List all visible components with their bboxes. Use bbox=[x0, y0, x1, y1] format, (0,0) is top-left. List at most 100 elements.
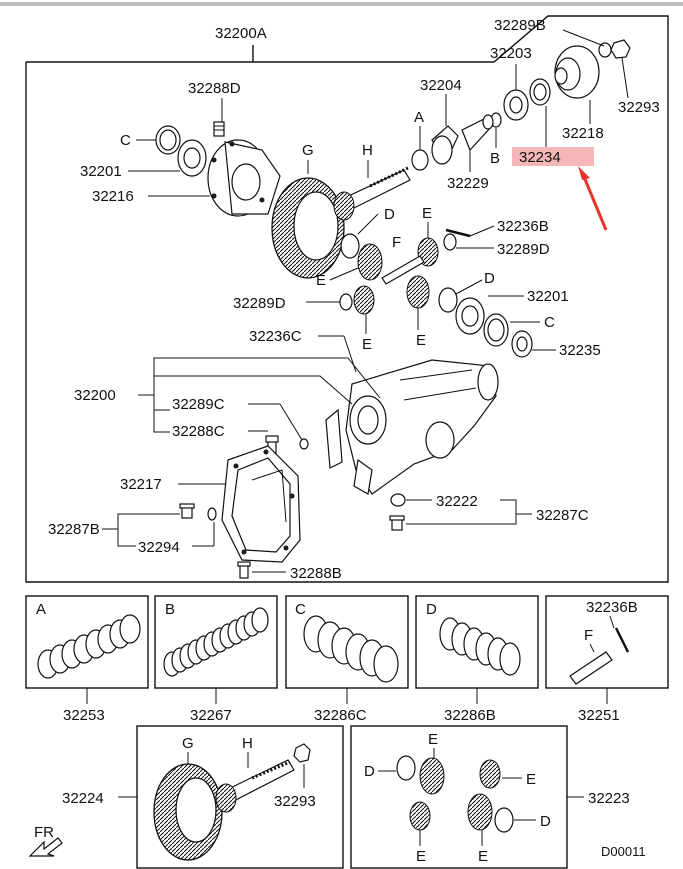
label-32293: 32293 bbox=[618, 99, 660, 116]
letter-C-right: C bbox=[544, 314, 555, 331]
carrier-housing bbox=[325, 359, 499, 495]
washer-32289D-lower bbox=[339, 293, 353, 311]
main-assembly-frame bbox=[25, 15, 669, 583]
letter-E-lower: E bbox=[362, 336, 372, 353]
label-32203: 32203 bbox=[490, 45, 532, 62]
label-32287B: 32287B bbox=[48, 521, 100, 538]
letter-E-lower-right: E bbox=[416, 332, 426, 349]
diff-set-E4: E bbox=[478, 848, 488, 865]
diff-pinion-gear-1 bbox=[479, 759, 501, 789]
letter-D-right: D bbox=[484, 270, 495, 287]
label-32288B: 32288B bbox=[290, 565, 342, 582]
lock-pin-32236B bbox=[445, 228, 471, 238]
diff-thrust-washer-2 bbox=[494, 807, 514, 833]
drive-pinion bbox=[333, 166, 411, 221]
highlighted-part-label: 32234 bbox=[519, 149, 561, 166]
ring-gear-set bbox=[153, 763, 223, 861]
washer-32289C bbox=[299, 438, 309, 450]
nut-32293 bbox=[610, 39, 631, 59]
plug-32222 bbox=[390, 493, 406, 507]
spacer-stack-B bbox=[163, 607, 269, 677]
kit-A-letter: A bbox=[36, 601, 46, 618]
pinion-gear-E-upper bbox=[417, 237, 439, 267]
plug-32287C bbox=[389, 515, 405, 531]
pinion-shaft-F bbox=[381, 255, 425, 285]
kit-B-letter: B bbox=[165, 601, 175, 618]
side-gear-E-left bbox=[357, 243, 383, 281]
label-32217: 32217 bbox=[120, 476, 162, 493]
label-32294: 32294 bbox=[138, 539, 180, 556]
plug-32287B bbox=[179, 503, 195, 519]
label-32289C: 32289C bbox=[172, 396, 225, 413]
label-32289B: 32289B bbox=[494, 17, 546, 34]
diff-side-gear-2 bbox=[467, 793, 493, 831]
label-32222: 32222 bbox=[436, 493, 478, 510]
diff-set-box bbox=[350, 725, 568, 869]
letter-D-upper: D bbox=[384, 206, 395, 223]
letter-B: B bbox=[490, 150, 500, 167]
diff-set-part: 32223 bbox=[588, 790, 630, 807]
label-32236B: 32236B bbox=[497, 218, 549, 235]
kit-C-part-label: 32286C bbox=[314, 707, 367, 724]
differential-case bbox=[207, 139, 281, 217]
kit-C-letter: C bbox=[295, 601, 306, 618]
ring-gear bbox=[271, 177, 345, 279]
letter-H: H bbox=[362, 142, 373, 159]
rear-cover bbox=[221, 445, 301, 563]
diff-set-D1: D bbox=[364, 763, 375, 780]
label-32287C: 32287C bbox=[536, 507, 589, 524]
diff-set-E2: E bbox=[526, 771, 536, 788]
letter-E-upper: E bbox=[422, 205, 432, 222]
label-32288C: 32288C bbox=[172, 423, 225, 440]
nut-32293-set bbox=[293, 743, 311, 763]
diff-thrust-washer-1 bbox=[396, 755, 416, 781]
label-32236C: 32236C bbox=[249, 328, 302, 345]
letter-F: F bbox=[392, 234, 401, 251]
label-32289D-left: 32289D bbox=[233, 295, 286, 312]
footer-code: D00011 bbox=[601, 844, 646, 859]
bolt-32288B bbox=[237, 561, 251, 579]
label-32201-right: 32201 bbox=[527, 288, 569, 305]
gasket-32294 bbox=[207, 507, 217, 521]
letter-A: A bbox=[414, 109, 424, 126]
shim-stack-C bbox=[303, 615, 399, 683]
lock-pin-kit bbox=[614, 627, 630, 653]
thrust-washer-D-upper bbox=[340, 233, 360, 259]
diff-set-D2: D bbox=[540, 813, 551, 830]
callout-arrow bbox=[580, 171, 608, 231]
drive-pinion-set bbox=[215, 759, 295, 813]
gear-set-H: H bbox=[242, 735, 253, 752]
collapsible-spacer bbox=[461, 114, 494, 152]
label-32229: 32229 bbox=[447, 175, 489, 192]
side-gear-E-right bbox=[406, 275, 430, 309]
thrust-washer-D-right bbox=[438, 287, 458, 313]
kit-A-part: 32253 bbox=[63, 707, 105, 724]
diff-side-gear-1 bbox=[419, 757, 445, 795]
label-32204: 32204 bbox=[420, 77, 462, 94]
washer-32289D-upper bbox=[443, 233, 457, 251]
label-32288D: 32288D bbox=[188, 80, 241, 97]
shim-stack-A bbox=[37, 614, 141, 679]
bearing-32204 bbox=[431, 125, 459, 165]
kit-D-letter: D bbox=[426, 601, 437, 618]
gear-set-G: G bbox=[182, 735, 194, 752]
label-32200: 32200 bbox=[74, 387, 116, 404]
label-32201-left: 32201 bbox=[80, 163, 122, 180]
direction-label: FR bbox=[34, 824, 54, 841]
label-32218: 32218 bbox=[562, 125, 604, 142]
bolt-32288D bbox=[213, 121, 225, 137]
kit-D-part: 32286B bbox=[444, 707, 496, 724]
letter-E-left: E bbox=[316, 272, 326, 289]
label-32235: 32235 bbox=[559, 342, 601, 359]
washer-A bbox=[411, 149, 429, 171]
pinion-shaft-kit bbox=[569, 651, 613, 685]
assembly-label: 32200A bbox=[215, 25, 267, 42]
kit-B-part: 32267 bbox=[190, 707, 232, 724]
washer-stack-D bbox=[439, 617, 521, 676]
gear-set-nut: 32293 bbox=[274, 793, 316, 810]
kit-F-letter: F bbox=[584, 627, 593, 644]
label-32216: 32216 bbox=[92, 188, 134, 205]
label-32289D-right: 32289D bbox=[497, 241, 550, 258]
kit-F-part: 32251 bbox=[578, 707, 620, 724]
